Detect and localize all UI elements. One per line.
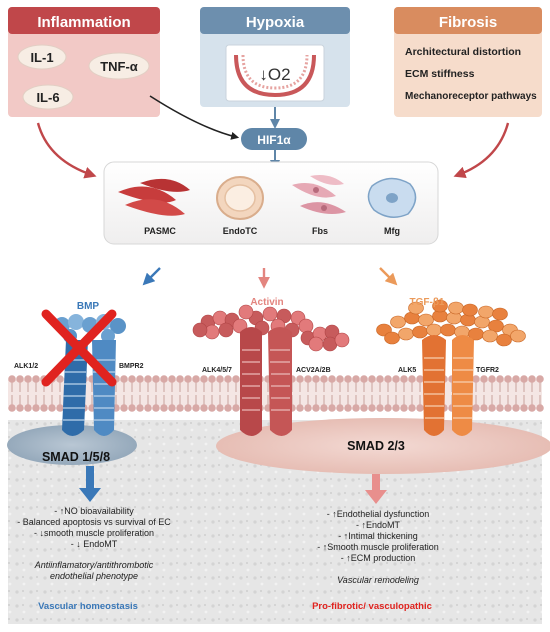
cytokine-oval — [22, 84, 74, 110]
smad-left-down-arrow — [79, 466, 101, 502]
hif-label: HIF1α — [257, 133, 291, 147]
cell-label: Fbs — [312, 226, 328, 236]
activin-receptor: Activin ALK4/5/7 ACV2A/2B — [192, 297, 350, 436]
smad-right-down-arrow — [365, 474, 387, 504]
acv2a2b-receptor — [268, 327, 292, 436]
endothelial-cell-icon — [216, 176, 264, 220]
tgf-receptor: TGF-β1 ALK5 TGFR2 — [376, 297, 526, 436]
tgf-ligand-cluster — [376, 299, 526, 347]
right-effect-item: - ↑EndoMT — [356, 520, 401, 530]
hif-node: HIF1α — [241, 107, 307, 170]
right-outcome: Pro-fibrotic/ vasculopathic — [312, 601, 432, 612]
acv2a2b-label: ACV2A/2B — [296, 367, 331, 374]
hypoxia-title: Hypoxia — [246, 14, 305, 31]
tgf-label: TGF-β1 — [410, 297, 445, 308]
fibroblast-icon — [292, 175, 346, 214]
left-effects-list: - ↑NO bioavailability - Balanced apoptos… — [17, 506, 171, 549]
bmpr2-label: BMPR2 — [119, 363, 144, 370]
right-effects-list: - ↑Endothelial dysfunction - ↑EndoMT - ↑… — [317, 509, 439, 563]
bmp-receptor: BMP ALK1/2 BMPR2 — [14, 301, 144, 436]
cytokine-oval — [17, 44, 67, 70]
inflammation-to-cells-arrow — [36, 122, 97, 179]
cytokine-label: TNF-α — [100, 59, 138, 74]
alk12-label: ALK1/2 — [14, 363, 38, 370]
cytokine-oval — [88, 52, 150, 80]
activin-label: Activin — [250, 297, 283, 308]
left-outcome: Vascular homeostasis — [38, 601, 138, 612]
hypoxia-panel: Hypoxia ↓O2 — [200, 7, 350, 107]
right-effect-item: - ↑ECM production — [341, 553, 416, 563]
cells-to-bmp-arrow — [142, 267, 161, 286]
right-phenotype: Vascular remodeling — [337, 575, 419, 585]
right-effect-item: - ↑Intimal thickening — [338, 531, 418, 541]
cell-types-panel: PASMC EndoTC Fbs Mfg — [103, 161, 439, 245]
inflammation-title: Inflammation — [37, 14, 130, 31]
vessel-lumen-icon — [241, 54, 309, 90]
tgfr2-receptor — [452, 335, 474, 436]
smad-left-label: SMAD 1/5/8 — [42, 450, 110, 464]
alk457-label: ALK4/5/7 — [202, 367, 232, 374]
cell-label: EndoTC — [223, 226, 258, 236]
cell-label: PASMC — [144, 226, 176, 236]
fibrosis-to-cells-arrow — [453, 122, 510, 179]
fibrosis-item: ECM stiffness — [405, 68, 475, 80]
hif-pill — [241, 128, 307, 150]
fibrosis-item: Mechanoreceptor pathways — [405, 91, 537, 102]
vessel-wall-icon — [234, 54, 316, 98]
pasmc-icon — [118, 178, 190, 216]
fibrosis-panel: Fibrosis Architectural distortion ECM st… — [394, 7, 542, 117]
left-effect-item: - ↓ EndoMT — [71, 539, 118, 549]
tgfr2-label: TGFR2 — [476, 367, 499, 374]
left-phenotype-line: Antiinflamatory/antithrombotic — [34, 560, 154, 570]
oxygen-label: ↓O2 — [259, 65, 290, 84]
fibrosis-title: Fibrosis — [439, 14, 497, 31]
left-effect-item: - ↓smooth muscle proliferation — [34, 528, 154, 538]
cell-label: Mfg — [384, 226, 400, 236]
cytokine-label: IL-6 — [36, 90, 59, 105]
cytokine-to-hif-arrow — [149, 95, 240, 140]
left-effect-item: - Balanced apoptosis vs survival of EC — [17, 517, 171, 527]
right-effect-item: - ↑Smooth muscle proliferation — [317, 542, 439, 552]
bmpr2-receptor — [92, 340, 116, 436]
smad-right-label: SMAD 2/3 — [347, 439, 405, 453]
alk5-receptor — [422, 335, 446, 436]
cytokine-label: IL-1 — [30, 50, 53, 65]
macrophage-icon — [367, 177, 417, 218]
fibrosis-item: Architectural distortion — [405, 46, 521, 58]
left-phenotype-line: endothelial phenotype — [50, 571, 138, 581]
cells-to-tgf-arrow — [379, 267, 398, 286]
inflammation-panel: Inflammation IL-1 TNF-α IL-6 — [8, 7, 160, 117]
alk457-receptor — [240, 327, 262, 436]
left-effect-item: - ↑NO bioavailability — [54, 506, 134, 516]
right-effect-item: - ↑Endothelial dysfunction — [327, 509, 430, 519]
bmp-label: BMP — [77, 301, 100, 312]
blocked-x-icon — [41, 309, 117, 387]
alk5-label: ALK5 — [398, 367, 416, 374]
